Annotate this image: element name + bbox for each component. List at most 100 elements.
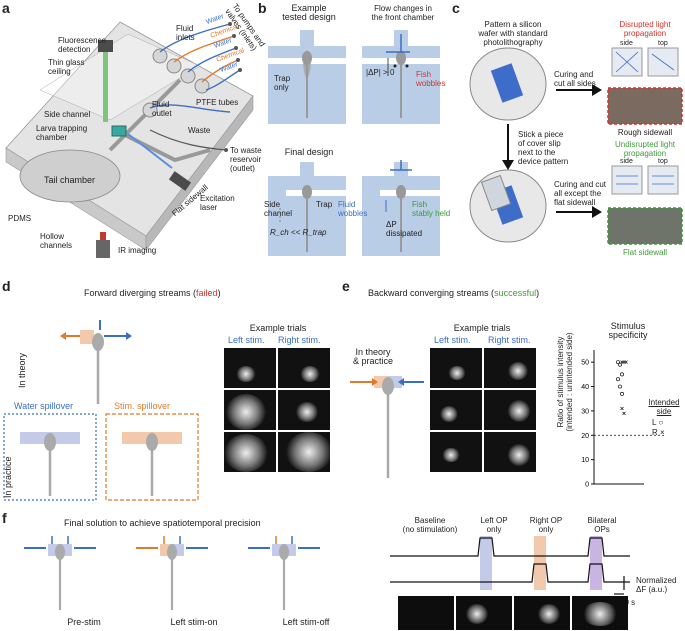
label-left-stim-e: Left stim. (434, 335, 471, 345)
trap-design-diagrams (268, 30, 440, 256)
label-left-stim-on: Left stim-on (170, 617, 218, 627)
final-design-left (268, 162, 346, 256)
panel-f: Final solution to achieve spatiotemporal… (0, 510, 685, 631)
label-trap-only: Trap only (274, 74, 291, 92)
label-hollow-channels: Hollow channels (40, 232, 73, 250)
label-side-1: side (620, 40, 633, 47)
point-L (618, 384, 622, 389)
label-left-op-only: Left OP only (480, 516, 508, 534)
chart-title-specificity: Stimulus specificity (608, 321, 648, 340)
point-L (620, 372, 624, 377)
point-R (624, 360, 628, 364)
thumb-baseline (398, 596, 454, 630)
label-side-channel: Side channel (44, 110, 91, 119)
label-side-channel-b: Side channel (264, 200, 293, 218)
legend-item-R: R × (652, 428, 665, 437)
panel-d: Forward diverging streams (failed) In th… (0, 278, 340, 508)
label-example-trials-e: Example trials (453, 323, 511, 333)
y-tick-label: 0 (585, 482, 589, 489)
label-ir-imaging: IR imaging (118, 246, 157, 255)
panel-c: Pattern a silicon wafer with standard ph… (456, 0, 685, 275)
label-bilateral-ops: Bilateral OPs (587, 516, 617, 534)
label-dp-dissipated: ΔP dissipated (386, 220, 423, 238)
label-final-design: Final design (284, 147, 334, 157)
y-tick-label: 10 (581, 457, 589, 464)
panel-letter-b: b (258, 0, 267, 16)
legend-intended-side: Intended side (648, 398, 680, 416)
label-flat-sidewall-c: Flat sidewall (622, 248, 667, 257)
specificity-chart: 0 10 20 30 40 50 (581, 350, 664, 489)
trial-image-e-1r (484, 348, 536, 388)
trial-image-e-3r (484, 432, 536, 472)
trial-image-d-2l (224, 390, 276, 430)
label-stim-spillover: Stim. spillover (114, 401, 171, 411)
larva-converging-schematic (350, 376, 424, 478)
label-rough-sidewall: Rough sidewall (617, 128, 673, 137)
trial-image-e-2r (484, 390, 536, 430)
label-waste: Waste (188, 126, 211, 135)
y-tick-label: 50 (581, 360, 589, 367)
label-top-2: top (658, 158, 668, 165)
trial-image-e-1l (430, 348, 482, 388)
panel-b: Example tested design Flow changes in th… (262, 0, 452, 275)
point-L (618, 362, 622, 367)
label-to-waste-reservoir: To waste reservoir (outlet) (230, 146, 262, 173)
label-normalized-df: Normalized ΔF (a.u.) (636, 576, 677, 594)
label-pdms: PDMS (8, 214, 32, 223)
label-fluorescence-detection: Fluorescence detection (58, 36, 107, 54)
label-trap: Trap (316, 200, 333, 209)
trial-image-d-3r (278, 432, 330, 472)
label-thin-glass-ceiling: Thin glass ceiling (48, 58, 85, 76)
label-top-1: top (658, 40, 668, 47)
trial-image-e-3l (430, 432, 482, 472)
label-fluid-wobbles: Fluid wobbles (338, 200, 368, 218)
label-fish-stably-held: Fish stably held (412, 200, 451, 218)
label-fish-wobbles: Fish wobbles (416, 70, 446, 88)
example-design-right (362, 30, 440, 124)
trial-image-d-1r (278, 348, 330, 388)
larva-flow-schematics (3, 320, 199, 501)
legend-item-L: L ○ (652, 418, 664, 427)
label-larva-trapping-chamber: Larva trapping chamber (36, 124, 88, 142)
y-tick-label: 40 (581, 384, 589, 391)
panel-letter-a: a (2, 0, 10, 16)
panel-letter-f: f (2, 510, 7, 526)
label-r-relation: R_ch << R_trap (270, 228, 327, 237)
thumb-bilateral (572, 596, 628, 630)
label-right-stim-d: Right stim. (278, 335, 321, 345)
panel-f-title: Final solution to achieve spatiotemporal… (64, 518, 261, 528)
trial-image-d-2r (278, 390, 330, 430)
label-water-spillover: Water spillover (14, 401, 74, 411)
trial-image-e-2l (430, 390, 482, 430)
point-R (620, 406, 624, 411)
label-dp-gt-0: |ΔP| > 0 (366, 68, 395, 77)
label-right-op-only: Right OP only (529, 516, 563, 534)
panel-letter-c: c (452, 0, 460, 16)
label-example-tested-design: Example tested design (282, 3, 336, 22)
label-tail-chamber: Tail chamber (44, 175, 96, 185)
label-fluid-inlets: Fluid inlets (176, 24, 195, 42)
label-pattern-wafer: Pattern a silicon wafer with standard ph… (478, 20, 548, 47)
label-undisrupted-light: Undisrupted light propagation (614, 140, 676, 158)
y-tick-label: 20 (581, 433, 589, 440)
label-baseline: Baseline (no stimulation) (402, 516, 458, 534)
label-right-stim-e: Right stim. (488, 335, 531, 345)
label-flow-changes: Flow changes in the front chamber (371, 4, 435, 22)
fabrication-diagram (469, 47, 683, 245)
fluorescence-traces (390, 536, 630, 595)
label-left-stim-off: Left stim-off (282, 617, 330, 627)
label-side-2: side (620, 158, 633, 165)
panel-e-title: Backward converging streams (successful) (368, 288, 540, 298)
point-L (620, 391, 624, 396)
label-disrupted-light: Disrupted light propagation (619, 20, 671, 38)
label-pre-stim: Pre-stim (67, 617, 101, 627)
panel-a: Thin glass ceiling Fluorescence detectio… (0, 0, 267, 275)
panel-letter-e: e (342, 278, 350, 294)
device-illustration (5, 21, 254, 258)
y-tick-label: 30 (581, 408, 589, 415)
point-L (616, 377, 620, 382)
legend-marker-L: ○ (658, 418, 664, 427)
trial-image-d-3l (224, 432, 276, 472)
label-stick-cover-slip: Stick a piece of cover slip next to the … (518, 130, 569, 166)
panel-letter-d: d (2, 278, 11, 294)
